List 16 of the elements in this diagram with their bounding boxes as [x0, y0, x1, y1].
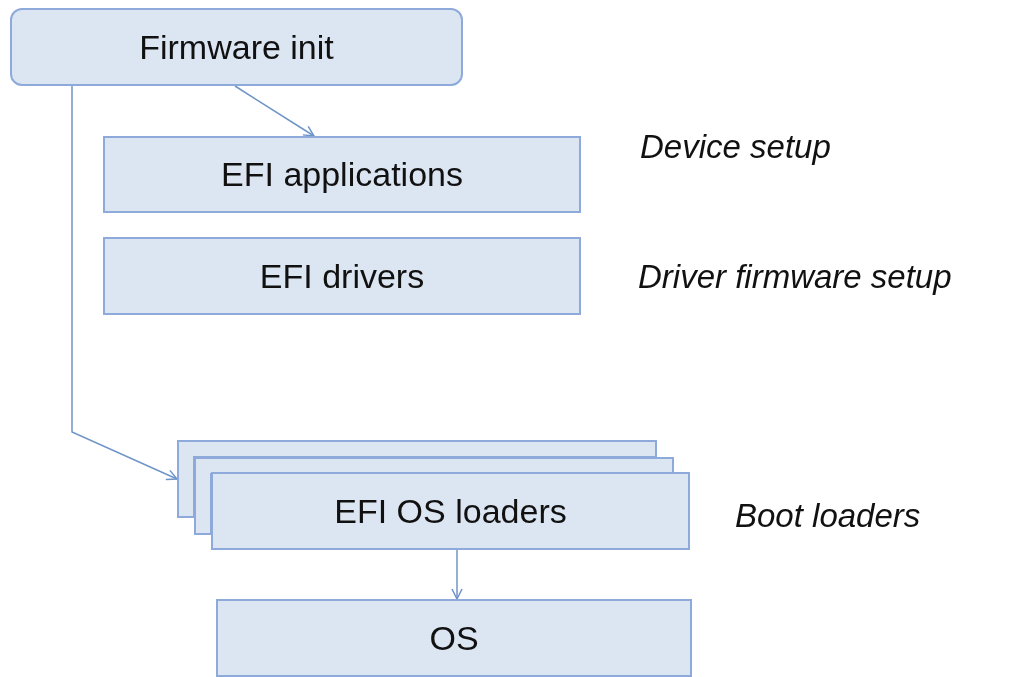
side-note: Boot loaders	[735, 497, 921, 535]
box-label: EFI applications	[221, 155, 463, 194]
side-note: Driver firmware setup	[638, 258, 952, 296]
box-label: OS	[429, 618, 479, 658]
process-box	[103, 237, 581, 315]
process-box	[103, 136, 581, 213]
process-box	[216, 599, 692, 677]
box-label: EFI OS loaders	[334, 491, 567, 531]
box-label: Firmware init	[139, 27, 334, 67]
box-label: EFI drivers	[259, 256, 425, 296]
arrow	[234, 85, 315, 137]
process-box-rounded	[10, 8, 463, 86]
process-box	[211, 472, 690, 550]
arrow	[451, 549, 463, 600]
side-note: Device setup	[640, 128, 831, 166]
arrow	[71, 85, 178, 481]
